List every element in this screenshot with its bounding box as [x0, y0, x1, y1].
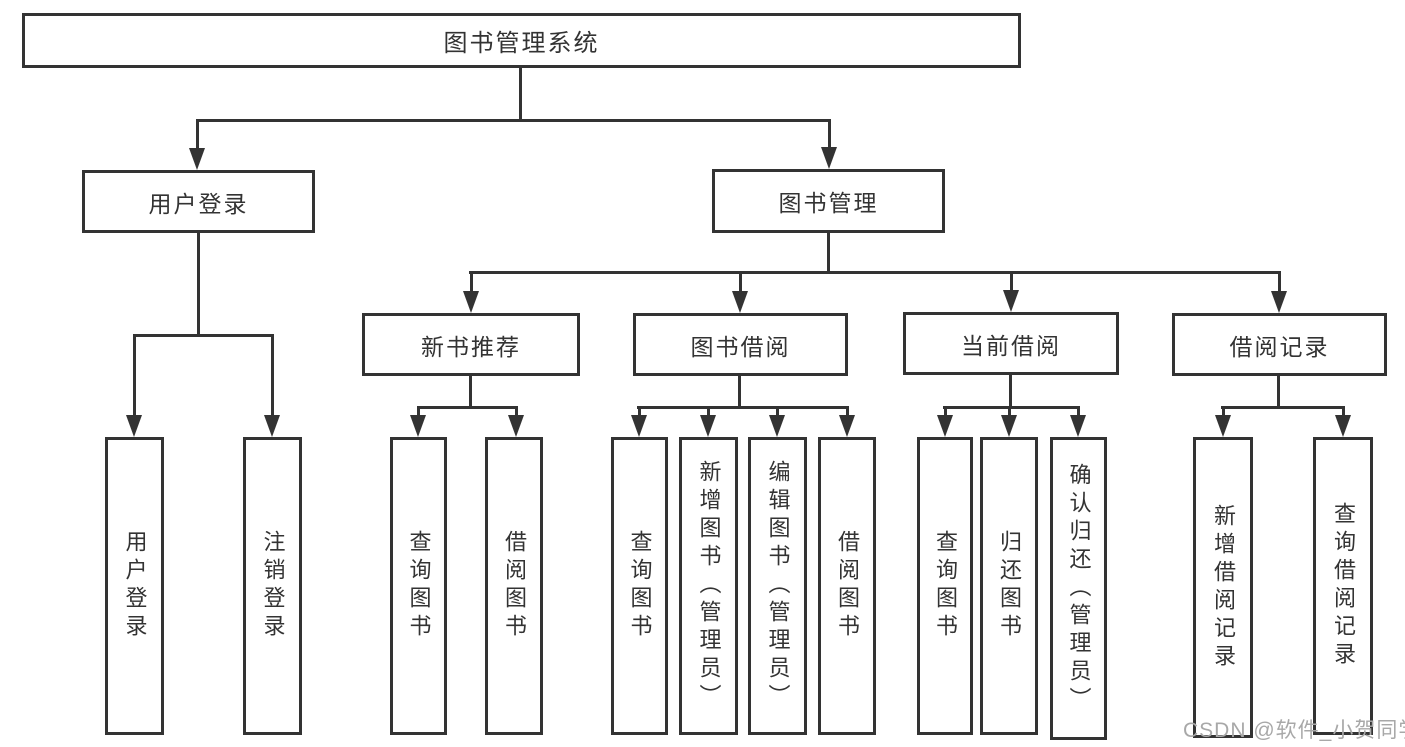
connector-line — [196, 119, 831, 122]
connector-line — [944, 406, 947, 417]
connector-line — [846, 406, 849, 417]
leaf-label: 查询图书 — [406, 530, 432, 642]
connector-line — [738, 376, 741, 407]
leaf-label: 编辑图书（管理员） — [765, 460, 791, 712]
arrow-down-icon — [410, 415, 426, 437]
arrow-down-icon — [189, 148, 205, 170]
connector-line — [1010, 271, 1013, 292]
connector-line — [1077, 406, 1080, 417]
leaf-label: 新增图书（管理员） — [696, 460, 722, 712]
node-book-management: 图书管理 — [712, 169, 945, 233]
leaf-label: 借阅图书 — [835, 530, 860, 642]
leaf-add-books-admin: 新增图书（管理员） — [679, 437, 738, 735]
connector-line — [1008, 406, 1011, 417]
leaf-add-borrow-record: 新增借阅记录 — [1193, 437, 1253, 738]
node-label: 用户登录 — [148, 190, 249, 217]
connector-line — [197, 233, 200, 336]
arrow-down-icon — [821, 147, 837, 169]
node-label: 借阅记录 — [1229, 333, 1330, 360]
connector-line — [739, 271, 742, 293]
connector-line — [417, 406, 420, 417]
connector-line — [133, 334, 274, 337]
leaf-confirm-return-admin: 确认归还（管理员） — [1050, 437, 1107, 740]
arrow-down-icon — [1215, 415, 1231, 437]
leaf-label: 确认归还（管理员） — [1066, 462, 1092, 715]
arrow-down-icon — [732, 291, 748, 313]
leaf-user-login: 用户登录 — [105, 437, 164, 735]
arrow-down-icon — [1271, 291, 1287, 313]
connector-line — [271, 334, 274, 415]
leaf-return-books: 归还图书 — [980, 437, 1038, 735]
connector-line — [1342, 406, 1345, 417]
leaf-logout: 注销登录 — [243, 437, 302, 735]
node-current-borrowing: 当前借阅 — [903, 312, 1119, 375]
connector-line — [707, 406, 710, 417]
node-label: 新书推荐 — [421, 333, 521, 360]
leaf-label: 用户登录 — [122, 530, 148, 642]
connector-line — [515, 406, 518, 417]
connector-line — [1222, 406, 1225, 417]
connector-line — [469, 271, 1281, 274]
arrow-down-icon — [1003, 290, 1019, 312]
leaf-label: 归还图书 — [997, 530, 1022, 642]
node-new-book-recommend: 新书推荐 — [362, 313, 580, 376]
arrow-down-icon — [1070, 415, 1086, 437]
leaf-query-borrow-record: 查询借阅记录 — [1313, 437, 1373, 735]
node-root-label: 图书管理系统 — [443, 30, 600, 57]
leaf-query-books-borrowing: 查询图书 — [611, 437, 668, 735]
connector-line — [519, 68, 522, 121]
node-user-login: 用户登录 — [82, 170, 315, 233]
arrow-down-icon — [631, 415, 647, 437]
leaf-query-books-recommend: 查询图书 — [390, 437, 447, 735]
node-borrowing-records: 借阅记录 — [1172, 313, 1387, 376]
connector-line — [943, 406, 1080, 409]
connector-line — [1221, 406, 1345, 409]
leaf-label: 注销登录 — [260, 530, 286, 642]
connector-line — [469, 376, 472, 408]
connector-line — [133, 334, 136, 415]
arrow-down-icon — [463, 291, 479, 313]
node-label: 当前借阅 — [961, 332, 1061, 359]
connector-line — [417, 406, 518, 409]
connector-line — [470, 271, 473, 293]
leaf-label: 查询图书 — [627, 530, 653, 642]
leaf-edit-books-admin: 编辑图书（管理员） — [748, 437, 807, 735]
node-root: 图书管理系统 — [22, 13, 1021, 68]
leaf-label: 查询图书 — [933, 530, 958, 642]
arrow-down-icon — [769, 415, 785, 437]
connector-line — [776, 406, 779, 417]
node-book-borrowing: 图书借阅 — [633, 313, 848, 376]
connector-line — [637, 406, 849, 409]
arrow-down-icon — [508, 415, 524, 437]
connector-line — [638, 406, 641, 417]
leaf-borrow-books-recommend: 借阅图书 — [485, 437, 543, 735]
arrow-down-icon — [839, 415, 855, 437]
leaf-label: 新增借阅记录 — [1211, 503, 1236, 672]
leaf-label: 查询借阅记录 — [1331, 502, 1356, 670]
arrow-down-icon — [700, 415, 716, 437]
arrow-down-icon — [126, 415, 142, 437]
node-label: 图书借阅 — [690, 333, 791, 360]
connector-line — [827, 233, 830, 273]
connector-line — [1009, 375, 1012, 407]
arrow-down-icon — [1001, 415, 1017, 437]
leaf-query-books-current: 查询图书 — [917, 437, 973, 735]
connector-line — [1277, 376, 1280, 407]
watermark: CSDN @软件_小贺同学 — [1183, 719, 1405, 742]
arrow-down-icon — [1335, 415, 1351, 437]
arrow-down-icon — [937, 415, 953, 437]
leaf-borrow-books: 借阅图书 — [818, 437, 876, 735]
leaf-label: 借阅图书 — [502, 530, 527, 642]
node-label: 图书管理 — [778, 190, 879, 216]
connector-line — [1278, 271, 1281, 293]
connector-line — [196, 119, 199, 150]
connector-line — [828, 119, 831, 148]
arrow-down-icon — [264, 415, 280, 437]
